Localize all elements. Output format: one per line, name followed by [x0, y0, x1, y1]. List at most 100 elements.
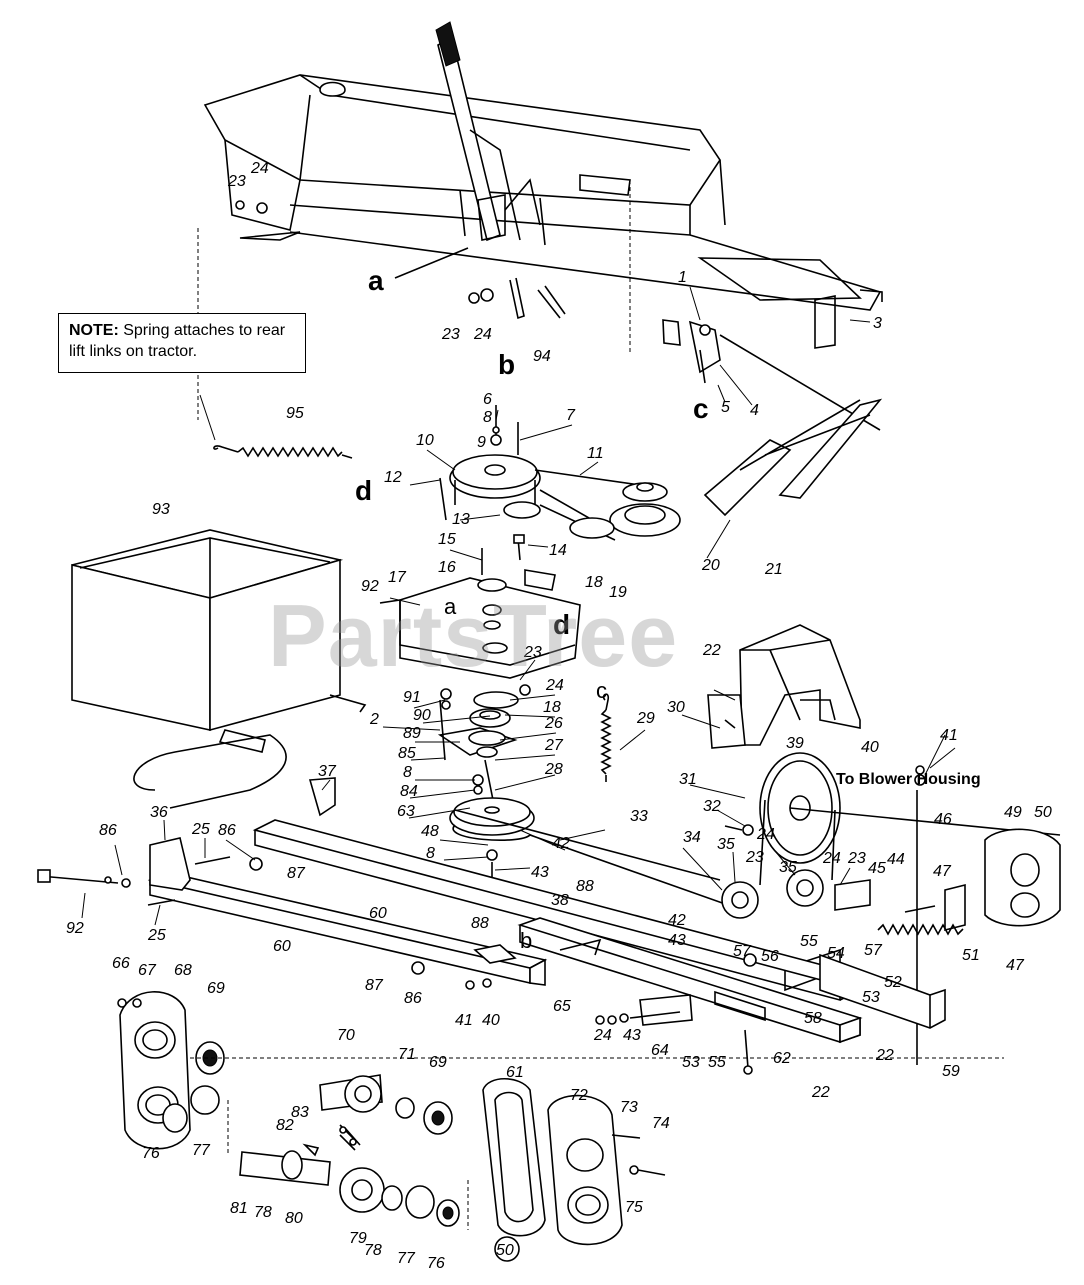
part-number: 76 — [427, 1255, 445, 1272]
part-number: 73 — [620, 1099, 638, 1116]
circled-reference-label: 50 — [496, 1242, 514, 1259]
part-number: 9 — [477, 434, 486, 451]
part-number: 74 — [652, 1115, 670, 1132]
part-number: 2 — [369, 711, 379, 728]
part-number: 8 — [483, 409, 492, 426]
part-number: 69 — [207, 980, 225, 997]
part-number: 82 — [276, 1117, 294, 1134]
part-number: 22 — [702, 642, 721, 659]
circled-reference-marker — [494, 1236, 520, 1262]
part-number: 28 — [544, 761, 563, 778]
note-box: NOTE: Spring attaches to rear lift links… — [58, 313, 306, 373]
part-number: 60 — [369, 905, 387, 922]
part-number: 47 — [933, 863, 952, 880]
part-number: 75 — [625, 1199, 643, 1216]
part-number: 57 — [733, 943, 752, 960]
part-number: 35 — [717, 836, 735, 853]
part-number: 88 — [576, 878, 594, 895]
reference-letter: a — [444, 594, 457, 619]
tractor-frame-drawing — [197, 21, 883, 517]
part-number: 22 — [875, 1047, 894, 1064]
part-number: 24 — [473, 326, 492, 343]
part-number: 23 — [441, 326, 460, 343]
part-number: 40 — [861, 739, 879, 756]
part-number: 12 — [384, 469, 402, 486]
part-number: 42 — [668, 912, 686, 929]
part-number: 26 — [544, 715, 563, 732]
note-label: NOTE: — [69, 322, 119, 339]
reference-letter: d — [553, 609, 570, 640]
part-number: 46 — [934, 811, 952, 828]
part-number: 71 — [398, 1046, 416, 1063]
part-number: 24 — [545, 677, 564, 694]
part-number: 31 — [679, 771, 697, 788]
part-number: 52 — [884, 974, 902, 991]
part-number: 7 — [566, 407, 576, 424]
part-number: 78 — [254, 1204, 272, 1221]
part-number: 49 — [1004, 804, 1022, 821]
part-number: 61 — [506, 1064, 524, 1081]
part-number: 58 — [804, 1010, 822, 1027]
part-number: 86 — [218, 822, 236, 839]
part-number: 33 — [630, 808, 648, 825]
part-number: 95 — [286, 405, 304, 422]
part-number: 77 — [192, 1142, 211, 1159]
part-number: 30 — [667, 699, 685, 716]
part-number: 86 — [99, 822, 117, 839]
part-number: 14 — [549, 542, 567, 559]
part-number: 23 — [847, 850, 866, 867]
part-number: 81 — [230, 1200, 248, 1217]
part-number: 57 — [864, 942, 883, 959]
part-number: 43 — [531, 864, 549, 881]
part-number: 20 — [701, 557, 720, 574]
reference-letter: c — [596, 678, 607, 703]
part-number: 44 — [887, 851, 905, 868]
part-number: 40 — [482, 1012, 500, 1029]
part-number: 79 — [349, 1230, 367, 1247]
part-number: 67 — [138, 962, 157, 979]
part-number: 23 — [745, 849, 764, 866]
part-number: 48 — [421, 823, 439, 840]
frame-rails-drawing — [37, 777, 946, 1075]
part-number: 24 — [756, 826, 775, 843]
watermark-text: PartsTree — [268, 586, 679, 685]
part-number: 50 — [1034, 804, 1052, 821]
part-number: 85 — [398, 745, 416, 762]
part-number: 70 — [337, 1027, 355, 1044]
part-number: 55 — [708, 1054, 726, 1071]
reference-letter: b — [498, 349, 515, 380]
part-number: 66 — [112, 955, 130, 972]
part-number: 3 — [873, 315, 882, 332]
part-number-labels: 24 23 23 24 94 1 3 5 4 6 8 9 7 10 11 12 … — [66, 160, 1052, 1272]
part-number: 29 — [636, 710, 655, 727]
part-number: 68 — [174, 962, 192, 979]
part-number: 80 — [285, 1210, 303, 1227]
part-number: 43 — [623, 1027, 641, 1044]
part-number: 19 — [609, 584, 627, 601]
part-number: 18 — [585, 574, 603, 591]
reference-letter: d — [355, 475, 372, 506]
part-number: 54 — [827, 945, 845, 962]
part-number: 39 — [786, 735, 804, 752]
part-number: 4 — [750, 402, 759, 419]
part-number: 72 — [570, 1087, 588, 1104]
part-number: 41 — [940, 727, 958, 744]
part-number: 83 — [291, 1104, 309, 1121]
mounting-plate-drawing — [379, 548, 581, 679]
part-number: 63 — [397, 803, 415, 820]
part-number: 8 — [426, 845, 435, 862]
part-number: 90 — [413, 707, 431, 724]
part-number: 34 — [683, 829, 701, 846]
part-number: 84 — [400, 783, 418, 800]
box-93-drawing — [71, 529, 367, 809]
spring-95-drawing — [199, 394, 353, 459]
part-number: 93 — [152, 501, 170, 518]
part-number: 38 — [551, 892, 569, 909]
part-number: 43 — [668, 932, 686, 949]
part-number: 21 — [764, 561, 783, 578]
part-number: 47 — [1006, 957, 1025, 974]
part-number: 36 — [150, 804, 168, 821]
note-text: Spring attaches to rear lift links on tr… — [69, 322, 286, 360]
part-number: 55 — [800, 933, 818, 950]
